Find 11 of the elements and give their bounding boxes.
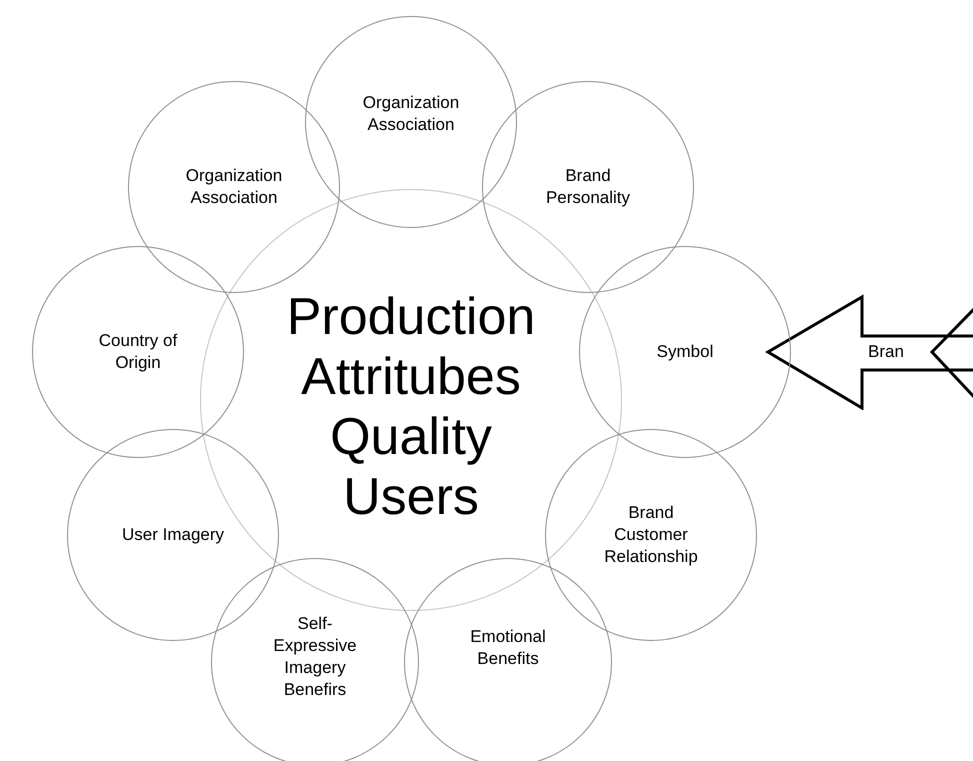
circle-label: Country of Origin [98,330,178,374]
circle-label: Emotional Benefits [469,626,547,670]
circle-label: Self-Expressive Imagery Benefirs [272,612,358,702]
center-text: Production Attritubes Quality Users [286,288,536,528]
circle-label: Organization Association [362,92,460,136]
circle-label: Organization Association [184,164,284,209]
circle-label: Brand Personality [544,164,632,209]
circle-label: Brand Customer Relationship [603,502,699,568]
circle-label: User Imagery [122,524,224,546]
circle-label: Symbol [656,340,714,363]
arrow-label: Bran [868,342,904,361]
